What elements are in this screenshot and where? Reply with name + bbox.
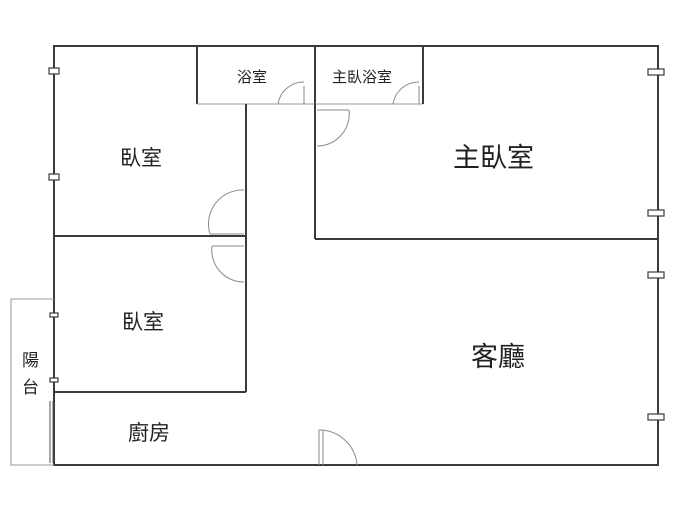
window-left-4 — [49, 377, 59, 383]
label-bathroom: 浴室 — [237, 68, 267, 86]
window-right-1 — [647, 68, 665, 76]
door-bedroom-mid — [211, 245, 245, 283]
interior-walls — [54, 46, 658, 393]
doors — [207, 81, 420, 466]
label-living-room: 客廳 — [471, 342, 525, 373]
door-master-bedroom — [316, 109, 350, 147]
door-bedroom-top — [207, 189, 245, 235]
label-balcony-2: 台 — [22, 378, 39, 398]
window-right-3 — [647, 271, 665, 279]
balcony — [10, 298, 54, 466]
label-kitchen: 廚房 — [128, 421, 170, 445]
label-master-bathroom: 主臥浴室 — [332, 68, 392, 86]
window-left-2 — [48, 173, 60, 181]
label-bedroom-mid: 臥室 — [122, 310, 164, 334]
windows — [48, 67, 665, 421]
label-master-bedroom: 主臥室 — [453, 143, 534, 174]
label-bedroom-top: 臥室 — [120, 146, 162, 170]
window-left-3 — [49, 312, 59, 318]
door-entrance — [318, 429, 358, 466]
room-labels: 臥室 浴室 主臥浴室 主臥室 臥室 客廳 廚房 陽 台 — [22, 68, 534, 445]
window-right-4 — [647, 413, 665, 421]
door-bathroom — [277, 81, 305, 105]
window-left-1 — [48, 67, 60, 75]
door-master-bathroom — [392, 81, 420, 105]
label-balcony-1: 陽 — [22, 351, 39, 371]
outer-walls — [53, 45, 659, 466]
window-right-2 — [647, 209, 665, 217]
